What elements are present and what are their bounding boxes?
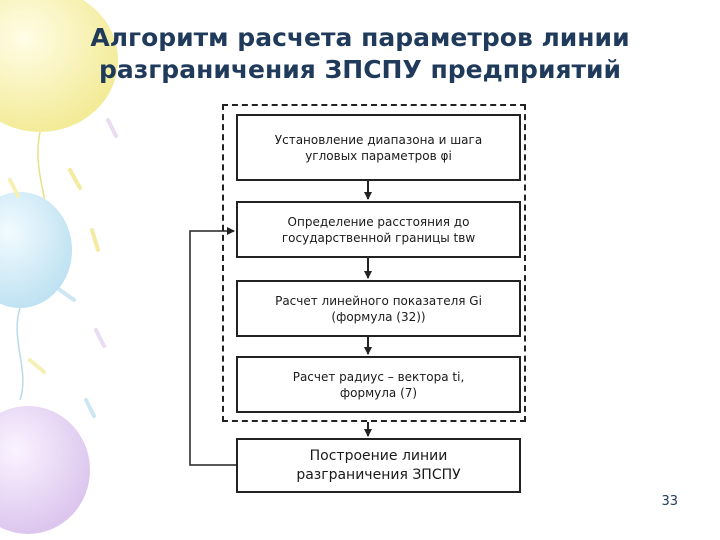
step-build-boundary-line: Построение линии разграничения ЗПСПУ	[236, 438, 521, 493]
step-2-line-1: Определение расстояния до	[287, 214, 470, 229]
step-set-angle-range: Установление диапазона и шага угловых па…	[236, 114, 521, 181]
step-1-line-2: угловых параметров φi	[305, 148, 452, 163]
feedback-loop-arrow	[189, 227, 236, 466]
step-4-line-2: формула (7)	[339, 385, 418, 400]
step-5-line-1: Построение линии	[309, 447, 448, 464]
step-2-line-2: государственной границы tвw	[281, 230, 476, 245]
step-4-line-1: Расчет радиус – вектора ti,	[292, 369, 465, 384]
step-3-line-1: Расчет линейного показателя Gi	[275, 293, 482, 308]
lilac-balloon	[0, 406, 90, 534]
title-line-1: Алгоритм расчета параметров линии	[90, 23, 630, 52]
step-1-line-1: Установление диапазона и шага	[274, 132, 483, 147]
title-line-2: разграничения ЗПСПУ предприятий	[98, 55, 622, 84]
confetti-decoration	[8, 118, 118, 418]
loop-frame	[222, 104, 526, 422]
step-radius-vector: Расчет радиус – вектора ti, формула (7)	[236, 356, 521, 413]
slide-title: Алгоритм расчета параметров линии разгра…	[40, 22, 680, 86]
step-linear-indicator: Расчет линейного показателя Gi (формула …	[236, 280, 521, 337]
page-number: 33	[661, 494, 678, 509]
blue-balloon	[0, 192, 72, 308]
step-5-line-2: разграничения ЗПСПУ	[296, 466, 461, 483]
step-border-distance: Определение расстояния до государственно…	[236, 201, 521, 258]
step-3-line-2: (формула (32))	[331, 309, 426, 324]
balloon-string	[16, 307, 24, 401]
yellow-balloon	[0, 0, 118, 132]
